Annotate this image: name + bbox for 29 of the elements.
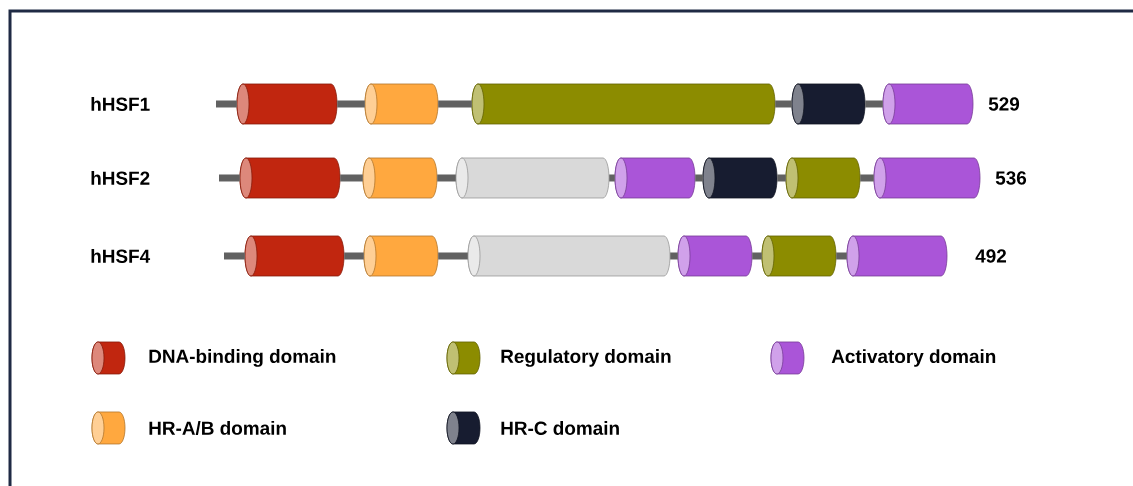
- domain-cylinder: [455, 157, 610, 199]
- legend-label: HR-A/B domain: [149, 420, 286, 436]
- domain-cylinder: [362, 157, 438, 199]
- length-value: 492: [975, 249, 1006, 263]
- domain-cylinder: [363, 235, 439, 277]
- domain-cylinder: [785, 157, 861, 199]
- domain-cylinder: [873, 157, 981, 199]
- protein-name: hHSF1: [91, 97, 150, 111]
- domain-cylinder: [791, 83, 866, 125]
- length-value: 536: [995, 171, 1027, 185]
- domain-cylinder: [467, 235, 671, 277]
- domain-cylinder: [236, 83, 338, 125]
- length-value: 529: [988, 97, 1020, 111]
- domain-cylinder: [364, 83, 439, 125]
- protein-name: hHSF4: [91, 249, 151, 263]
- legend-label: Regulatory domain: [501, 349, 671, 367]
- domain-cylinder: [244, 235, 345, 277]
- domain-cylinder: [471, 83, 776, 125]
- domain-cylinder: [882, 83, 974, 125]
- domain-cylinder: [239, 157, 341, 199]
- domain-cylinder: [846, 235, 948, 277]
- legend-label: Activatory domain: [831, 349, 996, 367]
- protein-name: hHSF2: [91, 171, 150, 185]
- domain-cylinder: [677, 235, 753, 277]
- domain-cylinder: [761, 235, 837, 277]
- legend-label: HR-C domain: [501, 421, 619, 435]
- domain-cylinder: [702, 157, 778, 199]
- legend-label: DNA-binding domain: [149, 349, 336, 367]
- domain-cylinder: [614, 157, 696, 199]
